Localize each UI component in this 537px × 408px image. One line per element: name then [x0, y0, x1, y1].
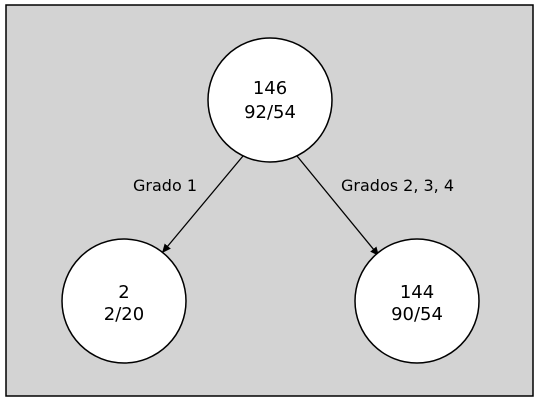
edge-right-arrow [296, 155, 380, 257]
edge-left-arrow [161, 155, 244, 254]
left-child-node [61, 238, 187, 364]
right-child-node-count: 144 [400, 282, 434, 303]
left-child-node-ratio: 2/20 [104, 304, 144, 325]
edge-right-label: Grados 2, 3, 4 [341, 176, 454, 195]
right-child-node [354, 238, 480, 364]
right-child-node-ratio: 90/54 [391, 304, 443, 325]
left-child-node-count: 2 [118, 282, 129, 303]
root-node [207, 37, 333, 163]
root-node-ratio: 92/54 [244, 102, 296, 123]
edge-left-label: Grado 1 [133, 176, 197, 195]
root-node-count: 146 [253, 78, 287, 99]
